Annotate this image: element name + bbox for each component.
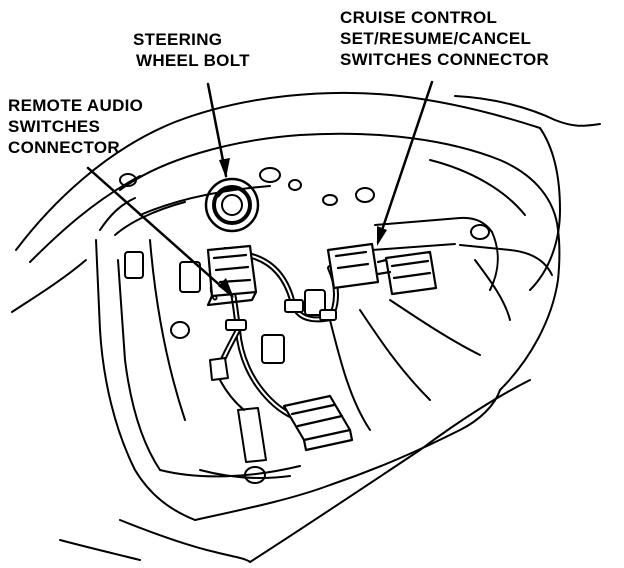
lower-connector — [282, 394, 354, 452]
cruise-control-connector — [326, 242, 438, 296]
steering-wheel-bolt — [204, 177, 260, 233]
label-line: WHEEL BOLT — [136, 51, 250, 70]
label-line: SET/RESUME/CANCEL — [340, 29, 532, 48]
remote-audio-connector — [206, 244, 258, 307]
label-line: SWITCHES CONNECTOR — [340, 50, 550, 69]
right-spoke — [329, 216, 553, 431]
steering-wheel-bolt-label: STEERING WHEEL BOLT — [133, 29, 250, 71]
mounting-holes — [119, 167, 490, 484]
label-line: SWITCHES — [8, 117, 101, 136]
label-line: CONNECTOR — [8, 138, 120, 157]
label-line: STEERING — [133, 30, 223, 49]
callout-arrowheads — [218, 158, 387, 298]
hub-housing — [95, 132, 561, 521]
side-plug — [209, 357, 267, 463]
cruise-control-connector-label: CRUISE CONTROL SET/RESUME/CANCEL SWITCHE… — [340, 7, 549, 70]
label-line: REMOTE AUDIO — [8, 96, 144, 115]
remote-audio-connector-label: REMOTE AUDIO SWITCHES CONNECTOR — [8, 95, 143, 158]
label-line: CRUISE CONTROL — [340, 8, 498, 27]
